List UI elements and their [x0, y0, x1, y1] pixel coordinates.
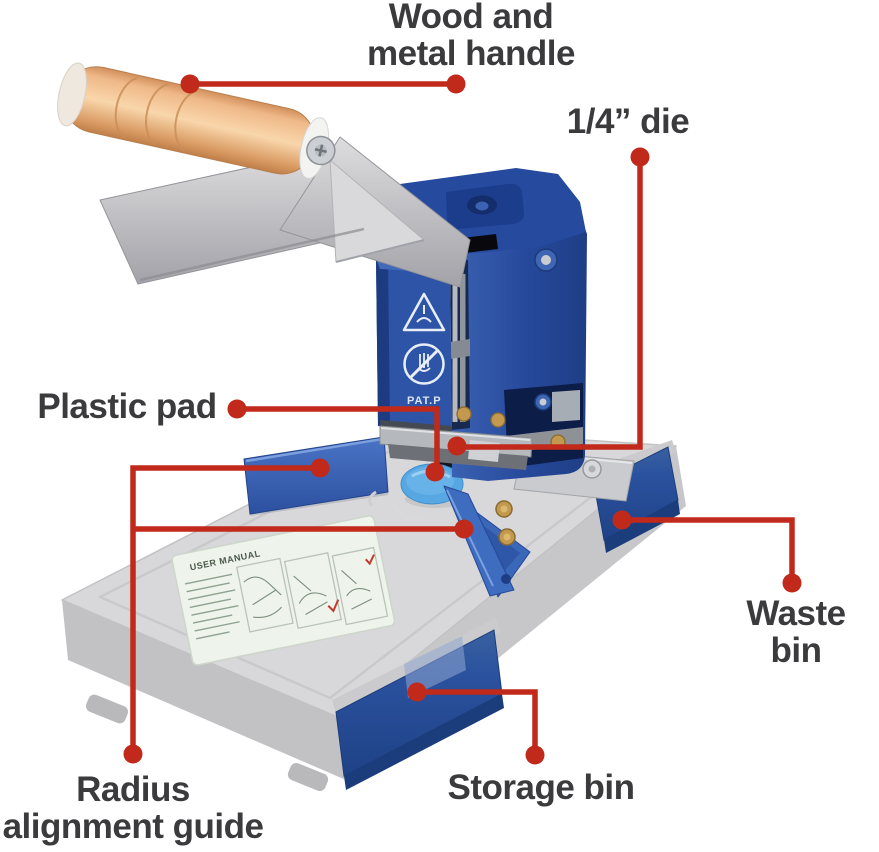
brass-screw: [490, 412, 506, 428]
user-manual-sticker: USER MANUAL: [171, 515, 396, 666]
callout-dots: [123, 74, 802, 765]
callout-label-plastic-pad: Plastic pad: [37, 387, 217, 426]
handle-groove: [174, 89, 199, 152]
callout-line-die: [458, 157, 643, 450]
callout-label-die: 1/4” die: [566, 102, 690, 141]
no-hands-circle-icon: [403, 343, 445, 385]
sticker-panels: [235, 546, 389, 633]
sticker-red-mark: [365, 554, 375, 566]
machine-foot: [85, 694, 129, 724]
radius-alignment-guide-bracket: [443, 485, 531, 598]
callout-line-plastic-pad: [237, 406, 440, 470]
callout-lines: [130, 81, 795, 755]
machine-foot: [287, 762, 329, 792]
handle-groove: [114, 77, 138, 139]
sticker-diagrams: [243, 570, 373, 618]
cutout-metal-block: [552, 390, 580, 422]
handle-groove: [145, 83, 169, 146]
lever-slot: [462, 234, 498, 253]
sticker-red-mark: [327, 599, 340, 613]
crush-hazard-triangle-icon: [402, 292, 446, 332]
callout-line-radius-guide: [130, 465, 320, 754]
callout-line-waste-bin: [622, 517, 795, 583]
patent-marking: PAT.P: [407, 395, 442, 407]
waste-bin-bottom-edge: [604, 500, 680, 553]
spring-wire: [390, 499, 425, 521]
wooden-handle: [57, 62, 336, 179]
machine-tower: PAT.P: [376, 168, 587, 481]
storage-bin-handle-recess: [404, 636, 466, 698]
piston-tie: [450, 339, 470, 359]
storage-bin-bottom-edge: [344, 694, 504, 790]
sticker-text-lines: [184, 573, 240, 640]
spring-wire: [368, 490, 377, 507]
callout-label-radius-guide: Radius alignment guide: [2, 770, 264, 846]
lever-arm: [99, 136, 471, 288]
callout-label-handle: Wood and metal handle: [367, 0, 575, 73]
column-edge-shade: [376, 258, 390, 427]
callout-label-waste-bin: Waste bin: [746, 594, 846, 670]
callout-label-storage-bin: Storage bin: [447, 768, 635, 807]
callout-line-storage-bin: [417, 689, 538, 755]
punch-column: [376, 258, 452, 430]
handle-end-cap: [57, 62, 88, 127]
brass-screw: [456, 406, 472, 422]
